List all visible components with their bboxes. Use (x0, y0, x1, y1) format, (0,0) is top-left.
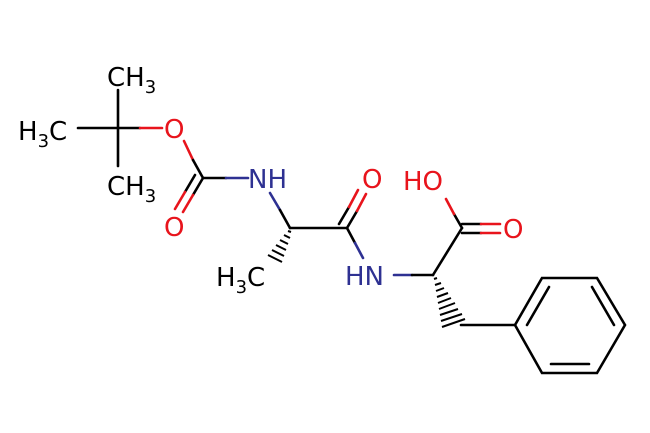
bond-camide-o3-a-black (345, 209, 359, 230)
bond-carb-o2-b-red (173, 190, 187, 211)
label-ch3-top: CH3 (107, 63, 156, 98)
bond-caphe-cacid (431, 226, 464, 277)
label-o-ester: O (164, 115, 184, 145)
bond-carb-o2-a-red (181, 193, 195, 214)
bond-camide-o3-b-black (337, 205, 351, 226)
label-o-carbamate: O (164, 213, 184, 243)
bond-camide-n2-blue (353, 241, 365, 260)
hash-wedge-phe (433, 277, 466, 328)
bonds (76, 88, 627, 375)
label-hn-amide: HN (345, 262, 384, 292)
bond-n-ca-black (278, 208, 292, 230)
ring-double-1 (525, 285, 551, 327)
bond-camide-o3-a-red (355, 192, 368, 213)
bond-carb-o2-a-black (191, 176, 205, 197)
label-h3c-left: H3C (18, 117, 67, 152)
label-o-amide: O (362, 165, 382, 195)
label-nh-carbamate: NH (248, 165, 287, 195)
bond-carb-o2-b-black (183, 173, 197, 194)
label-o-acid: O (503, 215, 523, 245)
label-ch3-bottom: CH3 (107, 172, 156, 207)
benzene-ring (513, 276, 627, 375)
ring-double-2 (590, 285, 616, 327)
bond-cacid-oh-black (452, 212, 464, 230)
label-h3c-ala: H3C (216, 263, 265, 298)
bond-camide-o3-b-red (347, 188, 360, 209)
bond-n-ca-blue (268, 191, 282, 212)
bond-camide-n2-black (345, 226, 357, 245)
hash-wedge-ala (267, 230, 292, 263)
bond-o-carb-red (182, 139, 195, 162)
bond-cacid-oh-red (444, 197, 456, 216)
bond-o-carb-black (191, 158, 205, 180)
label-ho-acid: HO (403, 167, 443, 197)
atom-labels: CH3 H3C CH3 O O NH H3C O HN HO O (18, 63, 523, 298)
